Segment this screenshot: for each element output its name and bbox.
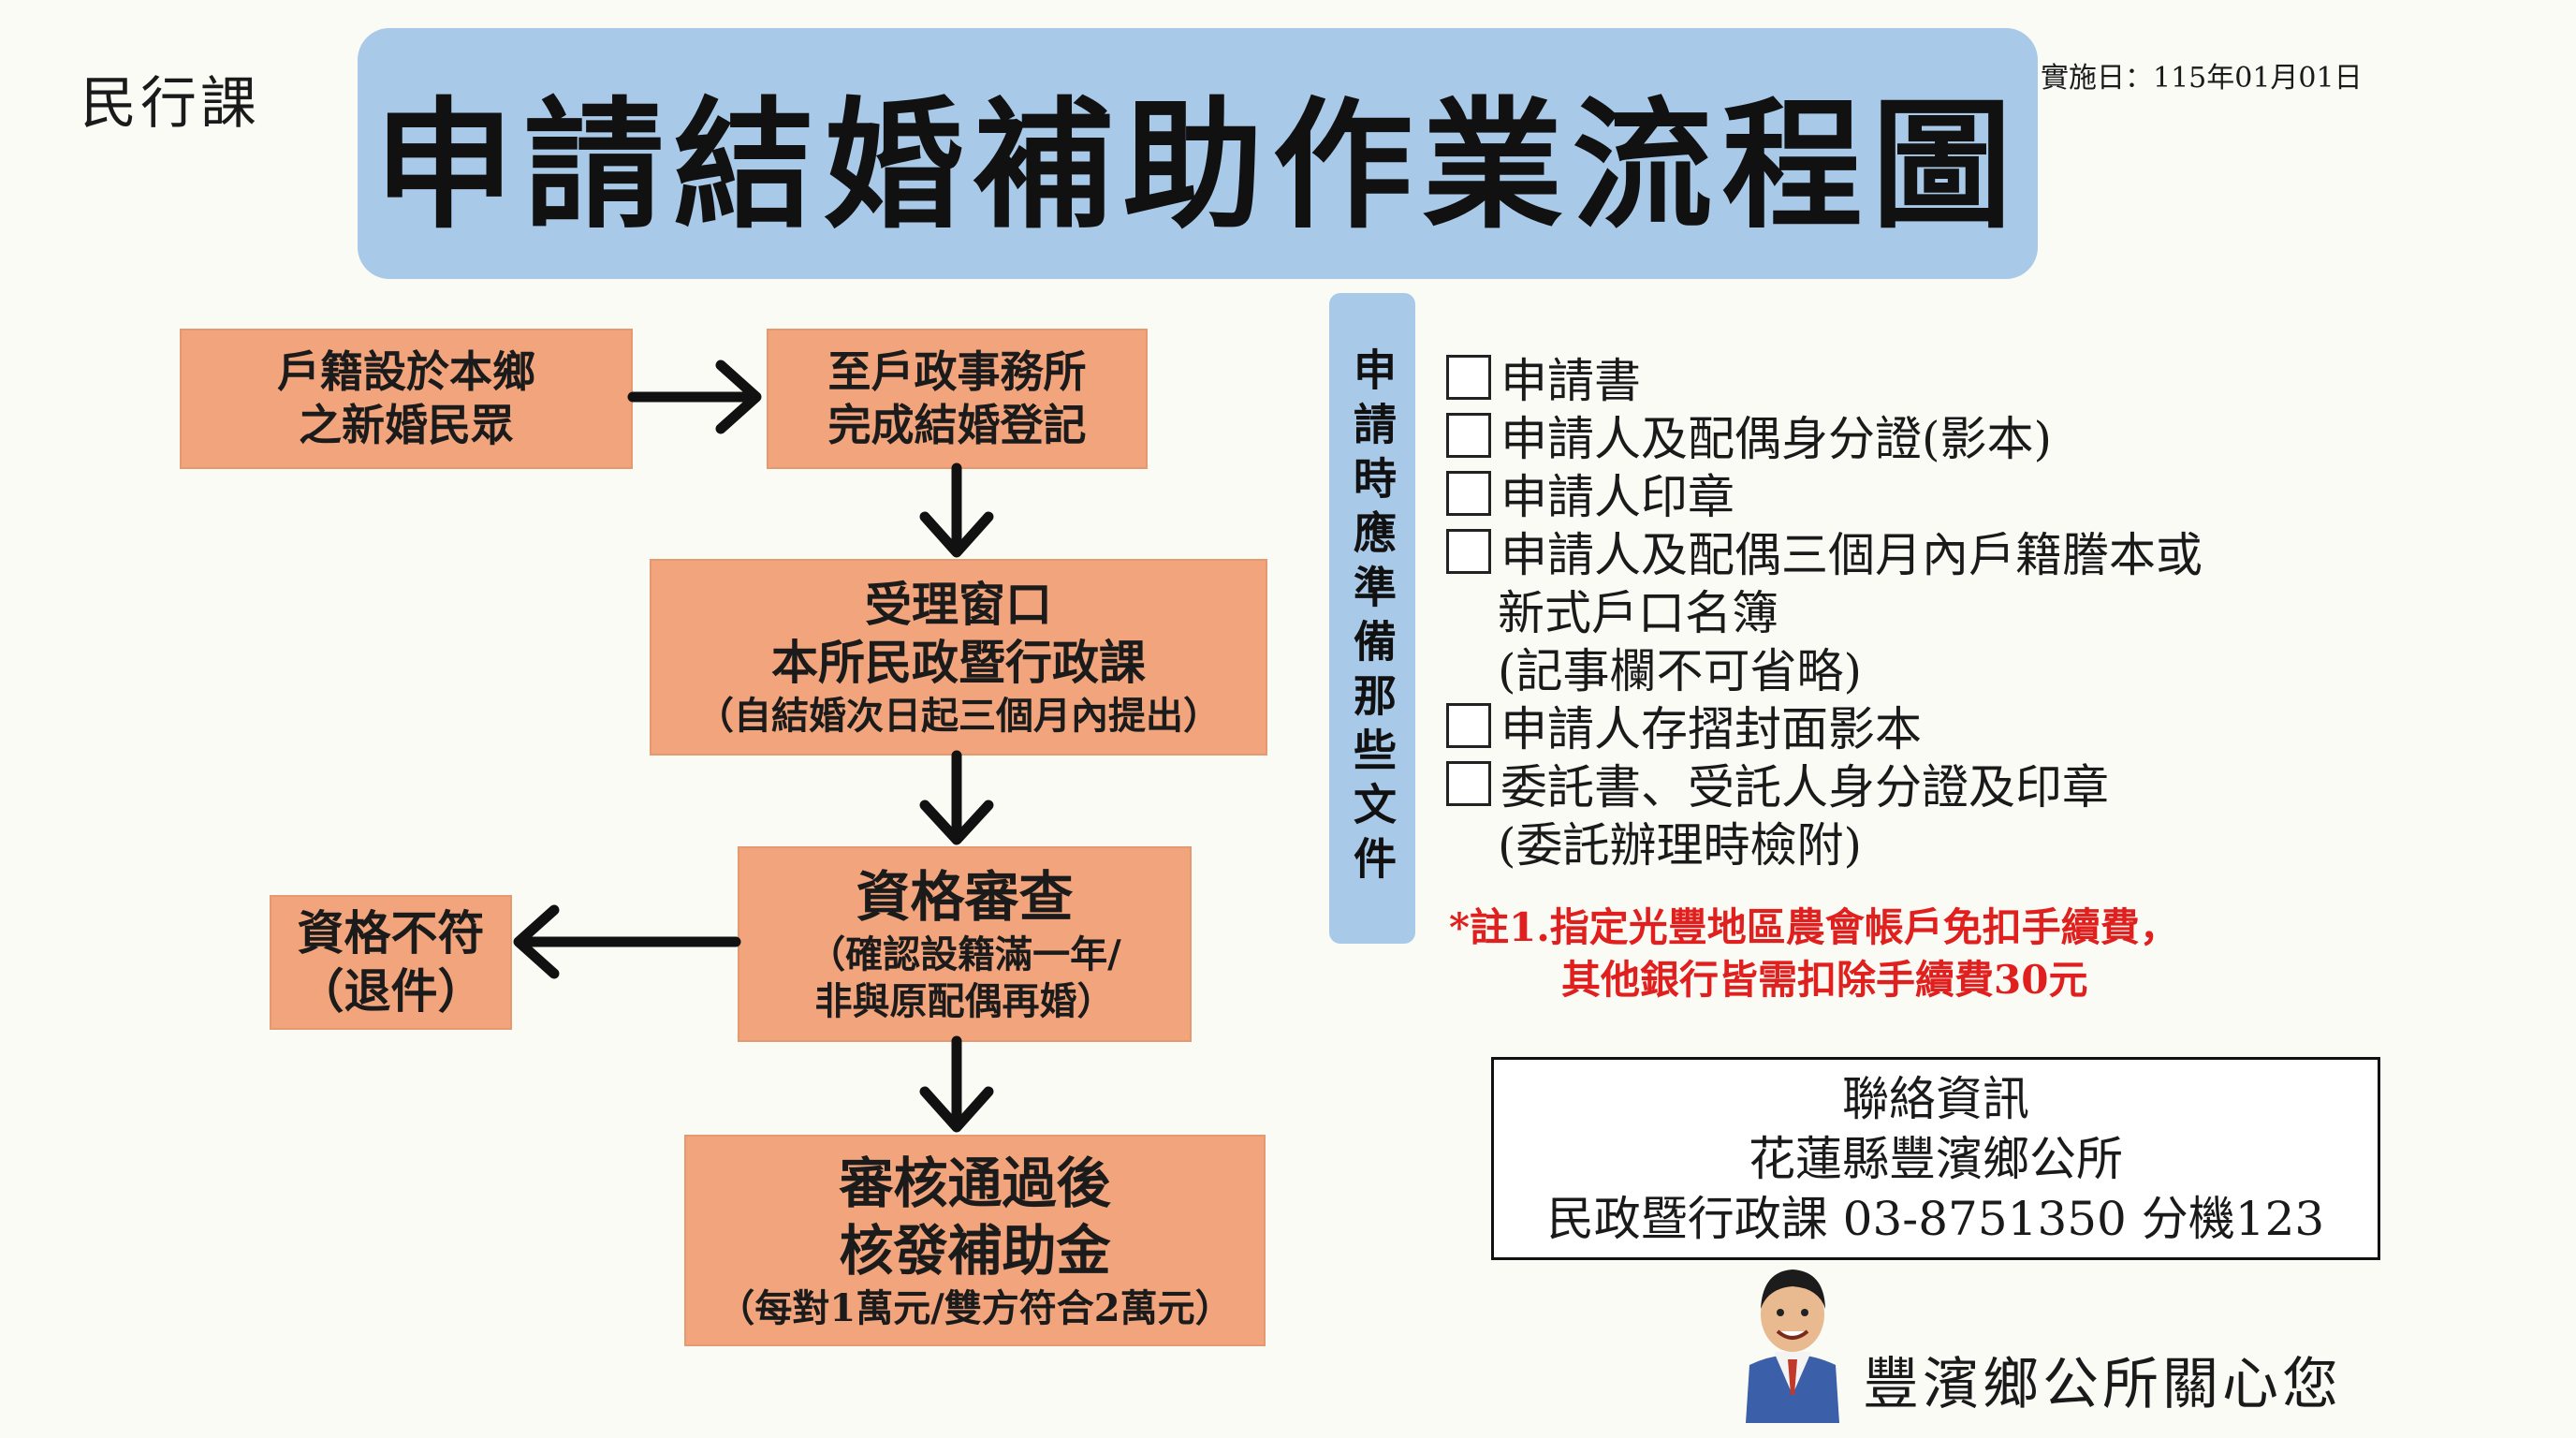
eligible-line-2: 之新婚民眾	[299, 400, 514, 450]
arrow-eligible-to-register	[627, 360, 762, 434]
footer-slogan: 豐濱鄉公所關心您	[1863, 1352, 2342, 1417]
approved-line-2: 核發補助金	[839, 1219, 1111, 1283]
checklist-item-label: 申請書	[1500, 354, 1641, 408]
checklist-item: 申請人存摺封面影本	[1446, 697, 2203, 756]
eligible-line-1: 戶籍設於本鄉	[277, 345, 535, 397]
contact-phone-line: 民政暨行政課 03-8751350 分機123	[1546, 1191, 2325, 1246]
checklist-item-label: 申請人及配偶三個月內戶籍謄本或	[1500, 528, 2203, 582]
checklist-item-label: 申請人印章	[1500, 470, 1734, 524]
checkbox-icon	[1446, 355, 1491, 400]
documents-label-bar: 申請時應準備那些文件	[1329, 293, 1415, 944]
effective-date: 實施日：115年01月01日	[2041, 62, 2363, 95]
contact-info-box: 聯絡資訊 花蓮縣豐濱鄉公所 民政暨行政課 03-8751350 分機123	[1491, 1057, 2380, 1260]
checkbox-icon	[1446, 703, 1491, 748]
register-line-2: 完成結婚登記	[827, 400, 1087, 450]
contact-heading: 聯絡資訊	[1842, 1071, 2029, 1126]
review-line-2: （確認設籍滿一年/	[808, 932, 1121, 976]
documents-checklist: 申請書 申請人及配偶身分證(影本) 申請人印章 申請人及配偶三個月內戶籍謄本或 …	[1446, 348, 2203, 873]
checklist-item: 申請人及配偶三個月內戶籍謄本或	[1446, 522, 2203, 582]
fee-note-line-1: *註1.指定光豐地區農會帳戶免扣手續費，	[1449, 904, 2179, 950]
window-line-1: 受理窗口	[865, 576, 1052, 632]
review-line-1: 資格審查	[856, 865, 1074, 930]
rejected-box: 資格不符 （退件）	[270, 895, 512, 1030]
register-line-1: 至戶政事務所	[827, 345, 1087, 397]
arrow-review-to-approved	[919, 1035, 994, 1133]
department-label: 民行課	[80, 71, 260, 137]
checklist-item-continuation: (委託辦理時檢附)	[1498, 818, 1863, 873]
arrow-register-to-window	[919, 462, 994, 558]
fee-note-line-2: 其他銀行皆需扣除手續費30元	[1561, 957, 2088, 1003]
checklist-item-label: 委託書、受託人身分證及印章	[1500, 760, 2109, 814]
checklist-item-label: 申請人存摺封面影本	[1500, 702, 1922, 756]
checklist-item: 委託書、受託人身分證及印章	[1446, 755, 2203, 814]
rejected-line-2: （退件）	[297, 963, 485, 1019]
approved-line-3: （每對1萬元/雙方符合2萬元）	[717, 1285, 1233, 1330]
checkbox-icon	[1446, 413, 1491, 458]
approved-line-1: 審核通過後	[839, 1151, 1111, 1215]
marriage-registration-box: 至戶政事務所 完成結婚登記	[767, 329, 1148, 469]
checkbox-icon	[1446, 761, 1491, 806]
eligible-applicants-box: 戶籍設於本鄉 之新婚民眾	[180, 329, 633, 469]
application-window-box: 受理窗口 本所民政暨行政課 （自結婚次日起三個月內提出）	[650, 559, 1267, 756]
arrow-review-to-rejected	[513, 904, 741, 979]
checkbox-icon	[1446, 529, 1491, 574]
fee-note: *註1.指定光豐地區農會帳戶免扣手續費， 其他銀行皆需扣除手續費30元	[1449, 902, 2179, 1006]
checklist-item-label: 申請人及配偶身分證(影本)	[1500, 412, 2053, 466]
title-banner: 申請結婚補助作業流程圖	[358, 28, 2038, 279]
checklist-item-continuation: (記事欄不可省略)	[1498, 644, 1863, 698]
checklist-item: 申請人印章	[1446, 464, 2203, 524]
review-line-3: 非與原配偶再婚）	[814, 978, 1115, 1023]
checklist-item: 申請書	[1446, 348, 2203, 408]
window-line-2: 本所民政暨行政課	[771, 635, 1146, 690]
eligibility-review-box: 資格審查 （確認設籍滿一年/ 非與原配偶再婚）	[738, 846, 1192, 1042]
approval-payment-box: 審核通過後 核發補助金 （每對1萬元/雙方符合2萬元）	[684, 1135, 1266, 1346]
documents-label: 申請時應準備那些文件	[1347, 346, 1398, 890]
rejected-line-1: 資格不符	[297, 904, 485, 961]
official-mascot-illustration	[1746, 1269, 1839, 1423]
window-line-3: （自結婚次日起三個月內提出）	[696, 693, 1221, 738]
checklist-item: 申請人及配偶身分證(影本)	[1446, 406, 2203, 466]
arrow-window-to-review	[919, 750, 994, 845]
page-title: 申請結婚補助作業流程圖	[373, 82, 2022, 248]
checkbox-icon	[1446, 471, 1491, 516]
checklist-item-continuation: 新式戶口名簿	[1498, 586, 1778, 640]
contact-organization: 花蓮縣豐濱鄉公所	[1749, 1131, 2123, 1186]
